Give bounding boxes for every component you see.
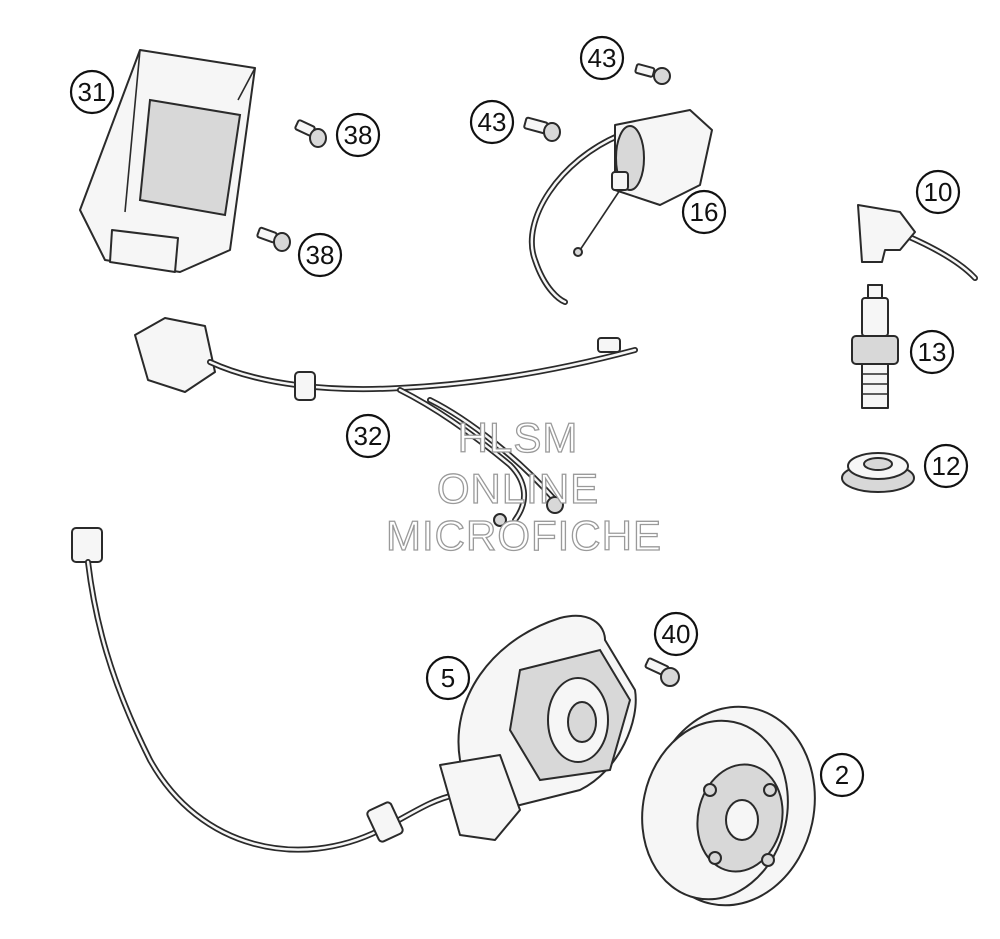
svg-text:12: 12 — [932, 451, 961, 481]
screw-43-upper[interactable] — [634, 63, 671, 85]
screw-43-lower[interactable] — [523, 116, 561, 142]
callout-16: 16 — [681, 189, 727, 235]
screw-38-lower[interactable] — [256, 226, 291, 252]
svg-text:32: 32 — [354, 421, 383, 451]
spark-plug[interactable] — [851, 284, 899, 409]
callout-13: 13 — [909, 329, 955, 375]
svg-text:31: 31 — [78, 77, 107, 107]
svg-text:10: 10 — [924, 177, 953, 207]
rubber-washer[interactable] — [841, 452, 915, 493]
svg-text:38: 38 — [344, 120, 373, 150]
spark-plug-cap[interactable] — [857, 204, 978, 281]
svg-text:5: 5 — [441, 663, 455, 693]
cdi-unit[interactable] — [79, 49, 256, 273]
screw-38-upper[interactable] — [294, 119, 327, 148]
svg-text:43: 43 — [588, 43, 617, 73]
watermark-line-3: MICROFICHE — [385, 511, 662, 559]
ignition-coil[interactable] — [528, 109, 713, 305]
screw-40[interactable] — [644, 657, 680, 687]
svg-text:38: 38 — [306, 240, 335, 270]
callout-12: 12 — [923, 443, 969, 489]
svg-text:13: 13 — [918, 337, 947, 367]
svg-text:2: 2 — [835, 760, 849, 790]
stator[interactable] — [439, 614, 637, 841]
stator-cable[interactable] — [71, 527, 458, 853]
callout-32: 32 — [345, 413, 391, 459]
svg-text:40: 40 — [662, 619, 691, 649]
callout-31: 31 — [69, 69, 115, 115]
callout-43-lower: 43 — [469, 99, 515, 145]
watermark-line-2: ONLINE — [436, 464, 600, 512]
callout-2: 2 — [819, 752, 865, 798]
flywheel-rotor[interactable] — [626, 691, 833, 921]
watermark-line-1: HLSM — [457, 413, 579, 461]
svg-text:16: 16 — [690, 197, 719, 227]
callout-5: 5 — [425, 655, 471, 701]
wiring-harness[interactable] — [134, 317, 638, 527]
callout-40: 40 — [653, 611, 699, 657]
callout-38-upper: 38 — [335, 112, 381, 158]
callout-38-lower: 38 — [297, 232, 343, 278]
svg-text:43: 43 — [478, 107, 507, 137]
callout-43-upper: 43 — [579, 35, 625, 81]
callout-10: 10 — [915, 169, 961, 215]
